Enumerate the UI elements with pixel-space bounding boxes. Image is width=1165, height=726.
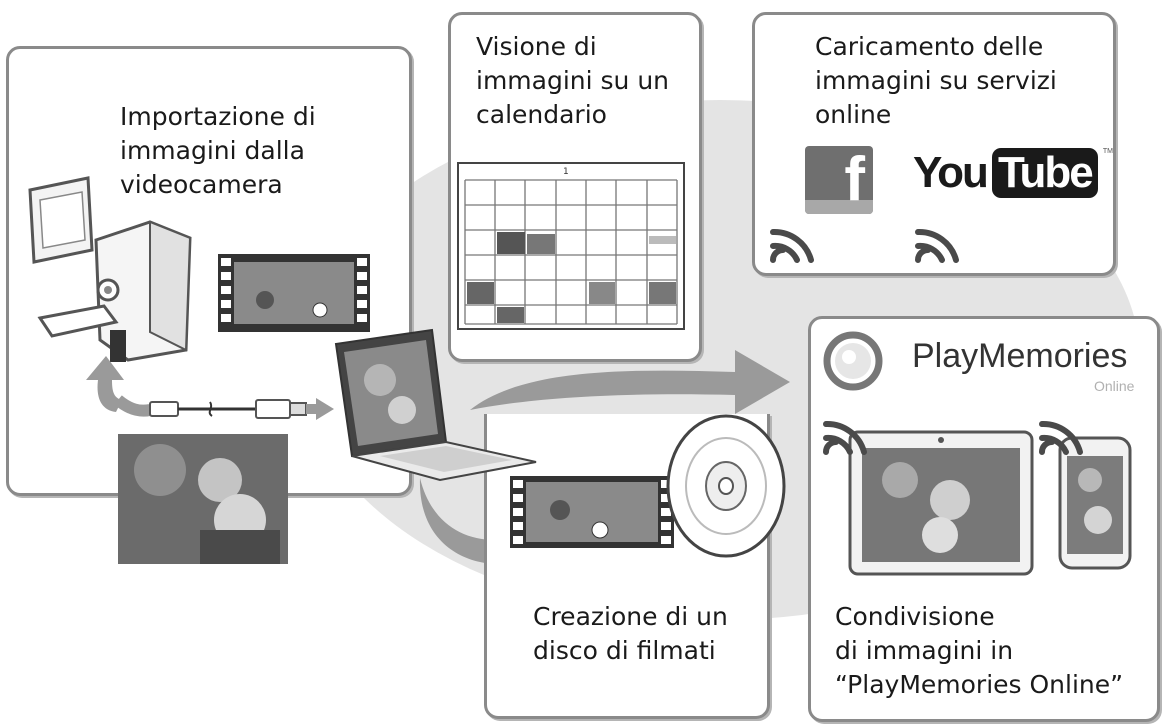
youtube-logo-you: You	[913, 148, 989, 197]
youtube-logo-tm: TM	[1102, 148, 1113, 155]
wifi-icon	[823, 420, 867, 455]
laptop-icon	[334, 328, 537, 482]
calendar-caption: Visione di immagini su un calendario	[476, 30, 669, 132]
wifi-icon	[1039, 420, 1083, 455]
film-strip-icon	[218, 254, 370, 332]
playmemories-caption: Condivisione di immagini in “PlayMemorie…	[835, 600, 1123, 702]
caption-line: “PlayMemories Online”	[835, 670, 1124, 699]
caption-line: Creazione di un	[533, 602, 728, 631]
caption-line: disco di filmati	[533, 636, 716, 665]
caption-line: videocamera	[120, 170, 283, 199]
caption-line: immagini dalla	[120, 136, 305, 165]
caption-line: Visione di	[476, 32, 597, 61]
disc-caption: Creazione di un disco di filmati	[533, 600, 728, 668]
upload-caption: Caricamento delle immagini su servizi on…	[815, 30, 1057, 132]
playmemories-logo-text: PlayMemories	[912, 337, 1128, 375]
youtube-logo: You Tube TM	[913, 148, 1113, 198]
caption-line: Importazione di	[120, 102, 316, 131]
camcorder-icon	[28, 176, 192, 362]
caption-line: Condivisione	[835, 602, 995, 631]
import-caption: Importazione di immagini dalla videocame…	[120, 100, 316, 202]
tablet-icon	[848, 430, 1034, 576]
calendar-month-label: 1	[563, 167, 569, 177]
film-strip-icon	[510, 476, 674, 548]
caption-line: di immagini in	[835, 636, 1014, 665]
facebook-logo: f	[805, 146, 873, 214]
caption-line: immagini su servizi	[815, 66, 1057, 95]
facebook-logo-bottom	[805, 200, 873, 214]
caption-line: Caricamento delle	[815, 32, 1044, 61]
caption-line: online	[815, 100, 892, 129]
arrow-to-playmemories	[470, 350, 790, 414]
caption-line: immagini su un	[476, 66, 670, 95]
calendar-grid-icon: 1	[457, 162, 685, 330]
youtube-logo-tube: Tube	[991, 148, 1098, 198]
usb-cable-icon	[114, 395, 334, 420]
wifi-icon	[915, 228, 959, 263]
caption-line: calendario	[476, 100, 607, 129]
wifi-icon	[770, 228, 814, 263]
smartphone-icon	[1058, 436, 1132, 570]
arrow-to-camcorder	[86, 356, 124, 412]
photo-thumbnail	[118, 434, 288, 564]
facebook-logo-letter: f	[844, 146, 865, 214]
playmemories-logo	[823, 331, 883, 391]
playmemories-logo-sub: Online	[1094, 378, 1135, 394]
disc-icon	[666, 414, 786, 558]
